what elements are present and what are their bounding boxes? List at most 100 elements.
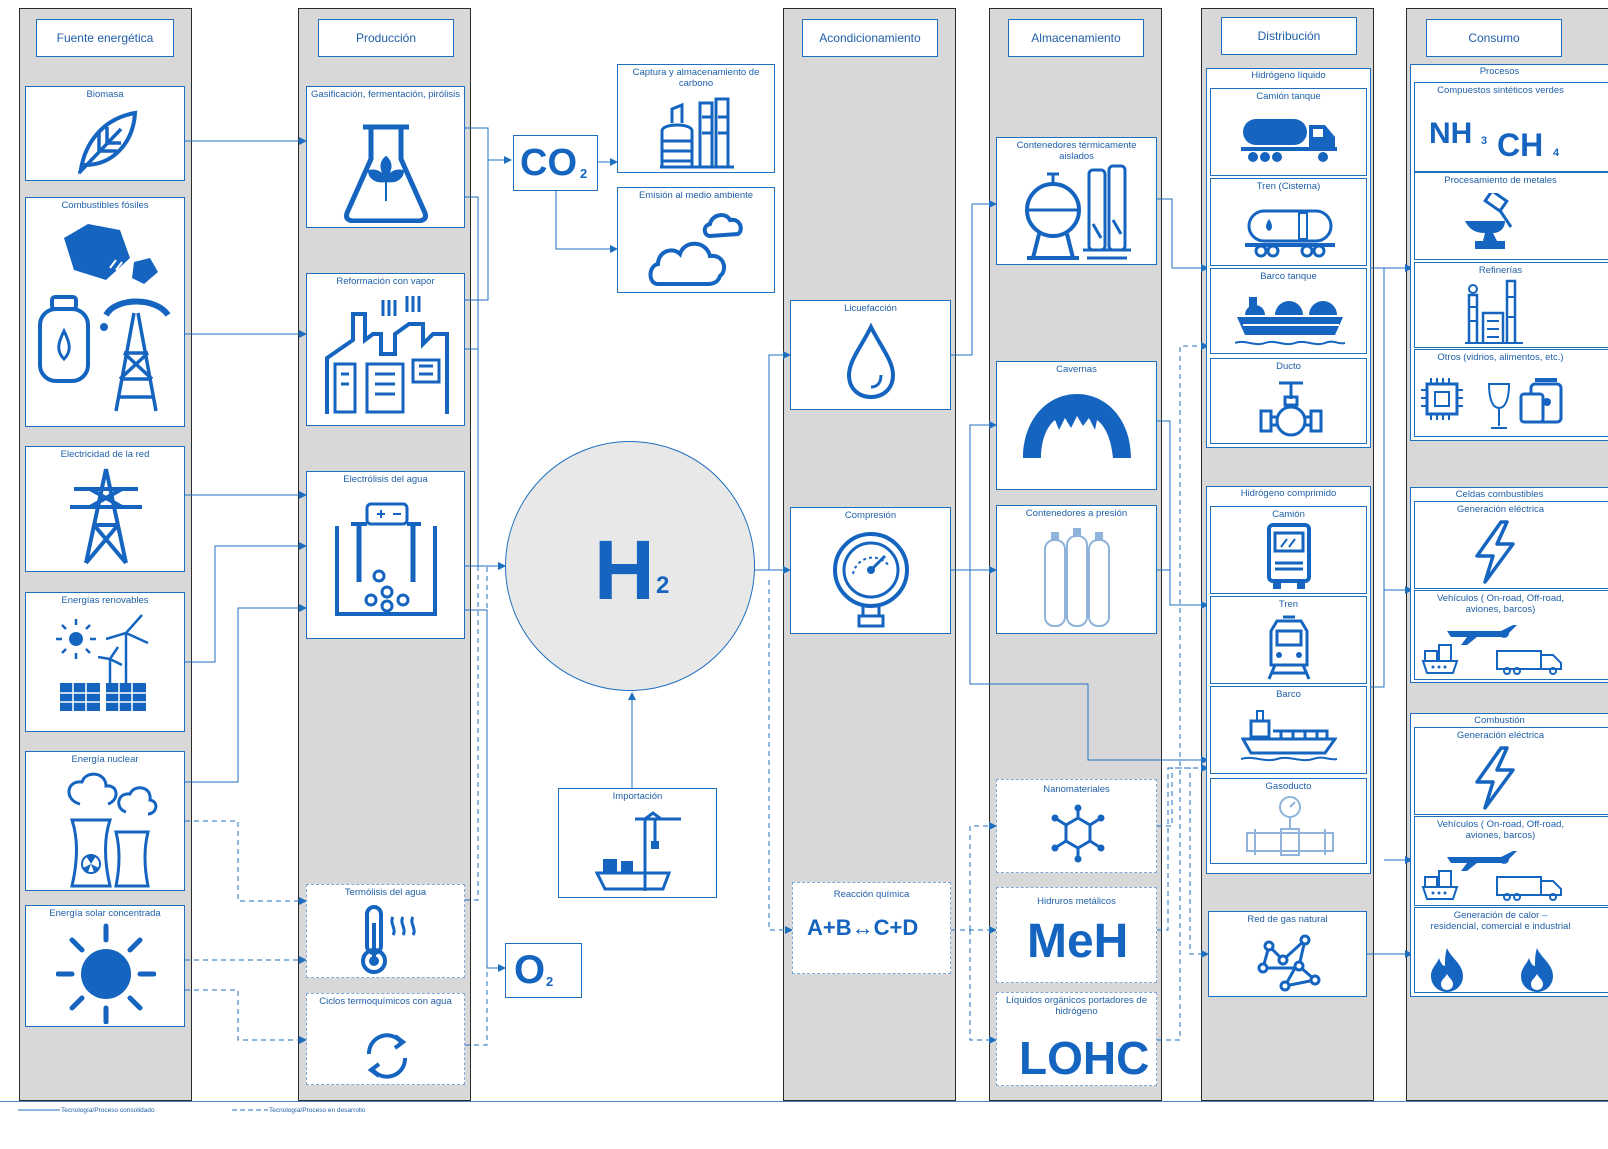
source-nuclear: Energía nuclear [25,751,185,891]
ship-label: Barco [1276,689,1301,700]
nuclear-label: Energía nuclear [71,754,139,765]
source-renewable: Energías renovables [25,592,185,732]
truck-label: Camión [1272,509,1305,520]
header-consumption: Consumo [1426,19,1562,57]
port-crane-icon [595,811,681,891]
vehicles-icon [1421,625,1562,675]
cloud-icon [648,213,743,286]
fuel-cells-label: Celdas combustibles [1455,489,1544,500]
storage-nano: Nanomateriales [996,779,1157,873]
ch4-subscript: 4 [1553,147,1560,159]
others-label: Otros (vidrios, alimentos, etc.) [1437,352,1564,363]
h2-circle: H 2 [505,441,755,691]
cons-metals: Procesamiento de metales [1414,172,1608,260]
ch4-text: CH [1497,127,1544,163]
droplet-icon [846,323,896,400]
o2-box: O 2 [505,943,582,998]
header-production: Producción [318,19,454,57]
legend-consolidated: Tecnología/Proceso consolidado [61,1107,155,1114]
production-gasification: Gasificación, fermentación, pirólisis [306,86,465,228]
gas-network-label: Red de gas natural [1247,914,1328,925]
dist-gas-pipeline: Gasoducto [1210,778,1367,864]
electrolysis-cell-icon [335,502,437,616]
renewables-icon [56,614,149,711]
storage-thermal: Contenedores térmicamente aislados [996,137,1157,265]
dist-train: Tren [1210,596,1367,684]
nano-label: Nanomateriales [1043,784,1110,795]
legend-developing: Tecnología/Proceso en desarrollo [269,1107,366,1114]
capture-label: Captura y almacenamiento de carbono [632,67,760,89]
cons-heat: Generación de calor – residencial, comer… [1414,907,1608,993]
caverns-label: Cavernas [1056,364,1097,375]
hydrides-big: MeH [1027,915,1129,968]
oil-rig-icon [100,298,171,412]
thermal-label: Contenedores térmicamente aislados [1016,140,1137,162]
cistern-wagon-icon [1245,209,1335,258]
pipeline-label: Ducto [1276,361,1301,372]
chip-glass-food-icon [1421,378,1563,429]
truck-front-icon [1267,523,1311,589]
refresh-cycle-icon [366,1033,408,1079]
leaf-icon [77,110,138,175]
flame-icon [1431,948,1463,992]
co2-box: CO 2 [513,135,598,191]
synthetic-label: Compuestos sintéticos verdes [1437,85,1564,96]
carbon-capture: Captura y almacenamiento de carbono [617,64,775,173]
co2-subscript: 2 [580,166,588,181]
compression-label: Compresión [844,510,897,521]
refineries-label: Refinerías [1478,265,1523,276]
gasification-label: Gasificación, fermentación, pirólisis [311,89,460,100]
nuclear-plant-icon [67,772,158,888]
grid-label: Electricidad de la red [60,449,150,460]
cons-others: Otros (vidrios, alimentos, etc.) [1414,349,1608,437]
cons-cb-vehicles: Vehículos ( On-road, Off-road, aviones, … [1414,816,1608,906]
source-solar: Energía solar concentrada [25,905,185,1027]
source-fossil: Combustibles fósiles [25,197,185,427]
storage-facility-icon [660,97,734,169]
import-box: Importación [558,788,717,898]
carbon-emission: Emisión al medio ambiente [617,187,775,293]
o2-text: O [514,948,546,992]
reaction-formula: A+B↔C+D [807,915,919,940]
gas-cylinder-icon [38,295,90,383]
valve-icon [1259,381,1323,437]
coal-icon [64,224,158,284]
production-steam: Reformación con vapor [306,273,465,426]
header-conditioning: Acondicionamiento [802,19,938,57]
thermometer-icon [361,905,416,974]
molecule-icon [1051,804,1105,863]
storage-pressure: Contenedores a presión [996,505,1157,634]
train-label: Tren [1278,599,1299,610]
compressed-group-label: Hidrógeno comprimido [1240,488,1337,499]
gas-pipeline-label: Gasoducto [1265,781,1312,792]
flame-icon [1521,948,1553,992]
cycles-label: Ciclos termoquímicos con agua [319,996,452,1007]
conditioning-reaction: Reacción química A+B↔C+D [792,882,951,974]
source-grid: Electricidad de la red [25,446,185,572]
liquid-group-label: Hidrógeno líquido [1251,70,1326,81]
lightning-icon [1475,520,1515,584]
production-cycles: Ciclos termoquímicos con agua [306,993,465,1085]
cargo-ship-icon [1241,710,1337,762]
nh3-subscript: 3 [1481,135,1488,147]
conditioning-liquefaction: Licuefacción [790,300,951,410]
legend-lines [18,1109,268,1111]
biomass-label: Biomasa [86,89,124,100]
combustion-label: Combustión [1474,715,1525,726]
vehicles-icon [1421,851,1562,901]
dist-pipeline: Ducto [1210,358,1367,444]
dist-train-cistern: Tren (Cisterna) [1210,178,1367,266]
heat-label: Generación de calor – residencial, comer… [1430,910,1571,932]
tanker-truck-label: Camión tanque [1256,91,1321,102]
liquefaction-label: Licuefacción [844,303,897,314]
production-thermolysis: Termólisis del agua [306,884,465,978]
header-storage: Almacenamiento [1008,19,1144,57]
train-cistern-label: Tren (Cisterna) [1256,181,1321,192]
dist-ship: Barco [1210,686,1367,774]
dist-tanker-ship: Barco tanque [1210,268,1367,354]
header-source: Fuente energética [36,19,174,57]
power-tower-icon [70,468,142,565]
legend: Tecnología/Proceso consolidado Tecnologí… [0,1101,1608,1149]
anvil-hammer-icon [1465,193,1513,249]
thermolysis-label: Termólisis del agua [344,887,427,898]
